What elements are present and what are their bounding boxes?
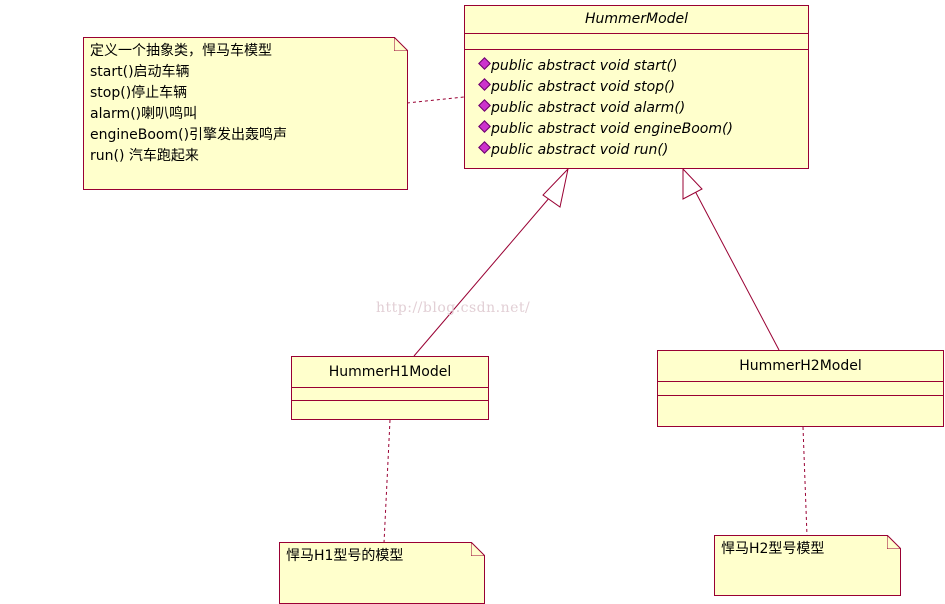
abstract-class-hummer-model[interactable]: HummerModel public abstract void start()… [464, 5, 809, 169]
abstract-note-line-1: 定义一个抽象类，悍马车模型 [90, 43, 272, 59]
h1-generalization-line [413, 189, 557, 357]
public-operation-icon [478, 120, 491, 133]
public-operation-icon [478, 141, 491, 154]
abstract-note-line-6: run() 汽车跑起来 [90, 148, 199, 164]
operation-run-label: public abstract void run() [491, 142, 669, 158]
operation-stop-label: public abstract void stop() [491, 79, 676, 95]
class-hummer-h1-model[interactable]: HummerH1Model [291, 356, 489, 420]
h1-class-operations [292, 401, 488, 419]
h2-generalization-line [694, 190, 780, 351]
abstract-class-attributes [465, 34, 808, 50]
h2-generalization-arrowhead [682, 167, 703, 200]
operation-alarm-label: public abstract void alarm() [491, 100, 686, 116]
operation-alarm[interactable]: public abstract void alarm() [465, 98, 808, 119]
h2-class-note[interactable]: 悍马H2型号模型 [714, 535, 901, 596]
h1-generalization-arrowhead [542, 167, 569, 208]
class-hummer-h2-model[interactable]: HummerH2Model [657, 350, 944, 427]
h1-class-attributes [292, 388, 488, 401]
abstract-class-name: HummerModel [465, 6, 808, 34]
h2-note-anchor-line [802, 426, 808, 537]
abstract-note-line-5: engineBoom()引擎发出轰鸣声 [90, 127, 288, 143]
public-operation-icon [478, 78, 491, 91]
abstract-class-operations: public abstract void start() public abst… [465, 50, 808, 161]
note-fold-icon [887, 535, 901, 549]
operation-run[interactable]: public abstract void run() [465, 140, 808, 161]
h1-note-anchor-line [383, 419, 391, 544]
h1-class-note[interactable]: 悍马H1型号的模型 [279, 542, 485, 604]
operation-engine-boom-label: public abstract void engineBoom() [491, 121, 733, 137]
h2-class-name: HummerH2Model [658, 351, 943, 382]
h1-class-name: HummerH1Model [292, 357, 488, 388]
operation-engine-boom[interactable]: public abstract void engineBoom() [465, 119, 808, 140]
h2-note-text: 悍马H2型号模型 [721, 541, 825, 557]
public-operation-icon [478, 99, 491, 112]
abstract-note-line-4: alarm()喇叭鸣叫 [90, 106, 198, 122]
operation-stop[interactable]: public abstract void stop() [465, 77, 808, 98]
watermark-text: http://blog.csdn.net/ [376, 300, 531, 316]
public-operation-icon [478, 57, 491, 70]
h1-note-text: 悍马H1型号的模型 [286, 548, 404, 564]
abstract-note-line-2: start()启动车辆 [90, 64, 190, 80]
abstract-note-anchor-line [406, 96, 465, 104]
h2-class-attributes [658, 382, 943, 396]
operation-start-label: public abstract void start() [491, 58, 678, 74]
note-fold-icon [394, 37, 408, 51]
abstract-note-line-3: stop()停止车辆 [90, 85, 188, 101]
operation-start[interactable]: public abstract void start() [465, 56, 808, 77]
abstract-class-note[interactable]: 定义一个抽象类，悍马车模型 start()启动车辆 stop()停止车辆 ala… [83, 37, 408, 190]
h2-class-operations [658, 396, 943, 426]
note-fold-icon [471, 542, 485, 556]
